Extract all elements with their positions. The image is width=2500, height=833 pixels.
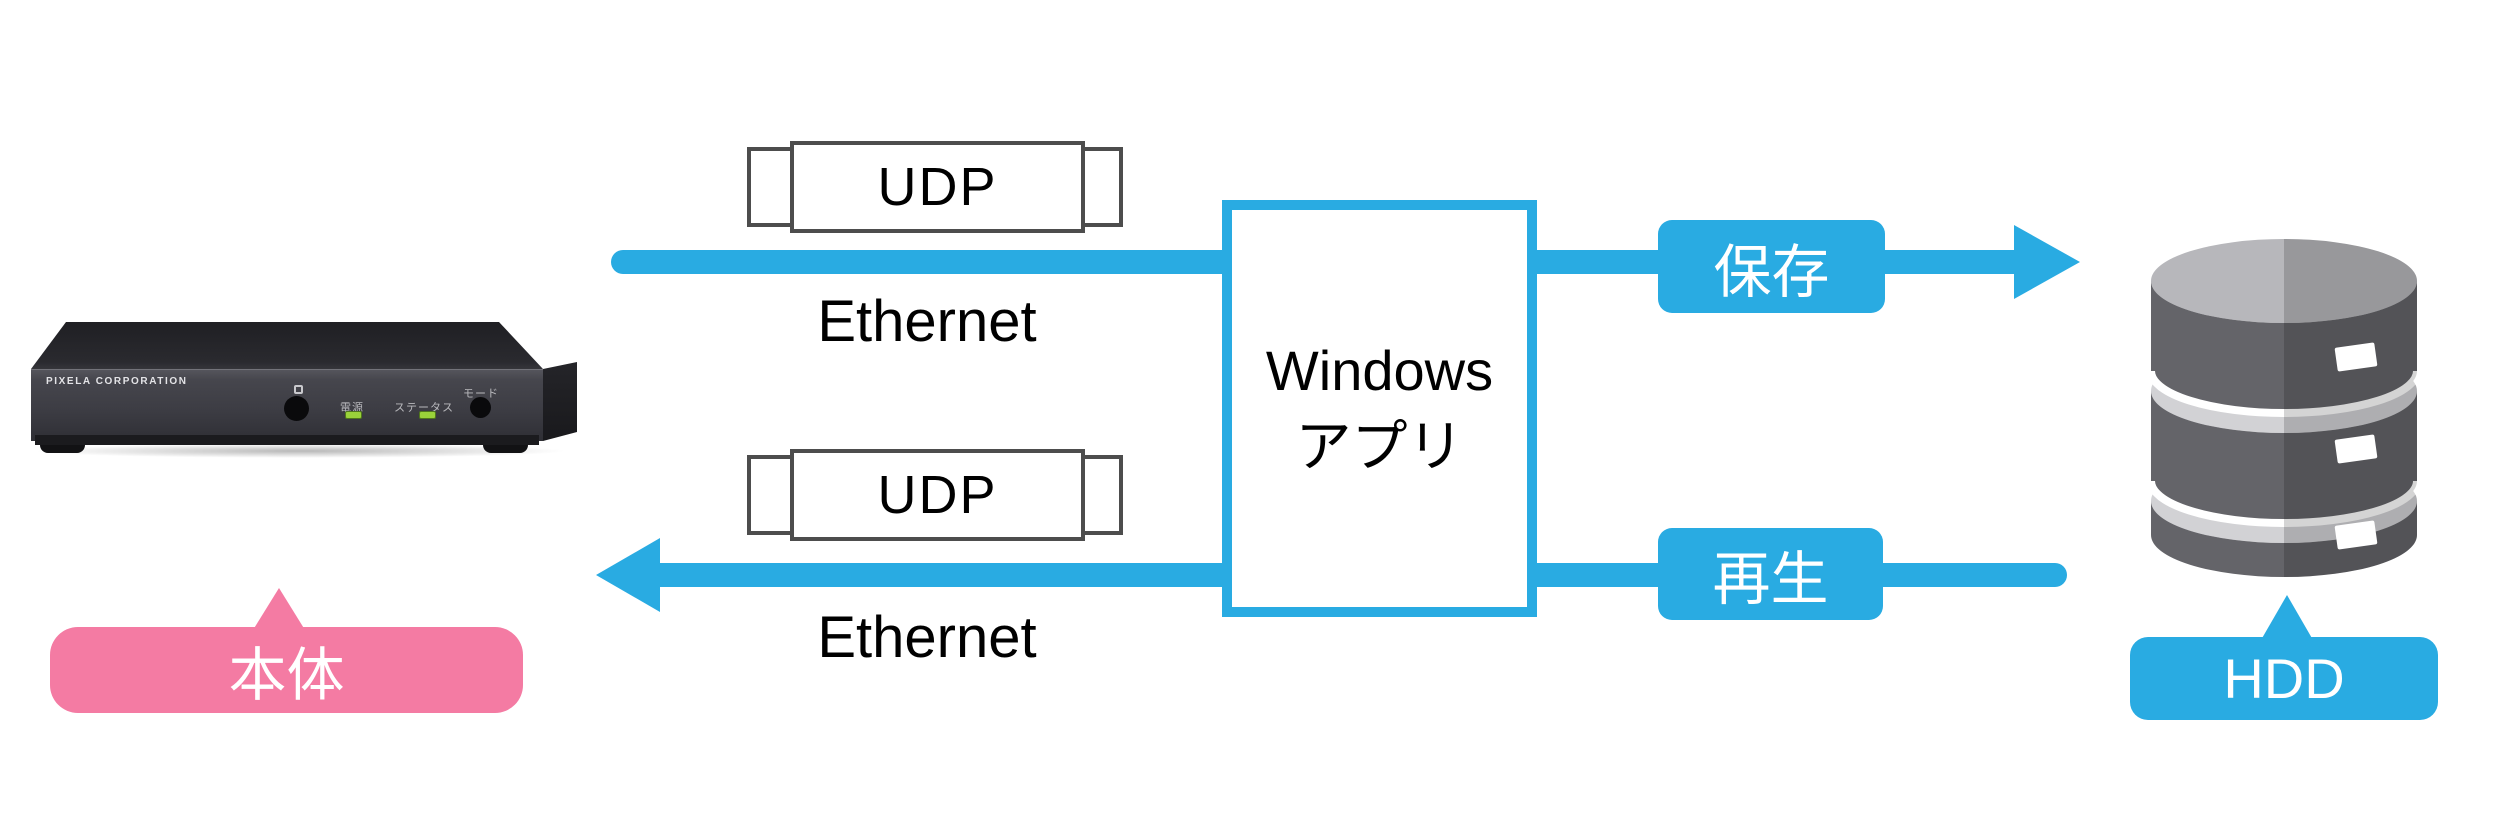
ethernet-label-bottom: Ethernet — [817, 605, 1037, 670]
hdd-bubble-pointer-icon — [2261, 595, 2313, 640]
udp-label-bottom: UDP — [877, 465, 998, 525]
play-chip: 再生 — [1658, 528, 1883, 620]
device-bubble: 本体 — [50, 627, 523, 713]
device-image: PIXELA CORPORATION 電源 ステータス モード — [25, 318, 580, 463]
device-bottom-edge — [35, 435, 539, 445]
device-top-face — [31, 322, 543, 369]
device-side-face — [543, 362, 577, 441]
hdd-bubble: HDD — [2130, 637, 2438, 720]
ir-sensor-icon — [294, 385, 303, 394]
play-chip-label: 再生 — [1712, 547, 1829, 612]
save-chip: 保存 — [1658, 220, 1885, 313]
windows-app-line2: アプリ — [1295, 414, 1464, 478]
device-shadow — [33, 444, 568, 458]
udp-packet-payload-bottom: UDP — [790, 449, 1085, 541]
save-chip-label: 保存 — [1713, 239, 1830, 305]
hdd-database-icon — [2151, 239, 2417, 577]
windows-app-line1: Windows — [1265, 338, 1494, 402]
windows-app-box: Windows アプリ — [1222, 200, 1537, 617]
ethernet-label-top: Ethernet — [817, 289, 1037, 354]
arrow-right-head-icon — [2014, 225, 2080, 299]
mode-button — [470, 397, 491, 418]
device-bubble-label: 本体 — [228, 643, 345, 708]
udp-packet-payload-top: UDP — [790, 141, 1085, 233]
ir-sensor-window — [284, 396, 309, 421]
mode-button-label: モード — [463, 388, 499, 400]
device-brand-text: PIXELA CORPORATION — [46, 376, 188, 387]
hdd-bubble-label: HDD — [2223, 647, 2345, 710]
arrow-left-head-icon — [596, 538, 660, 612]
device-bubble-pointer-icon — [253, 588, 305, 630]
power-led — [345, 411, 362, 419]
status-led-label: ステータス — [394, 402, 454, 414]
status-led — [419, 411, 436, 419]
udp-label-top: UDP — [877, 157, 998, 217]
